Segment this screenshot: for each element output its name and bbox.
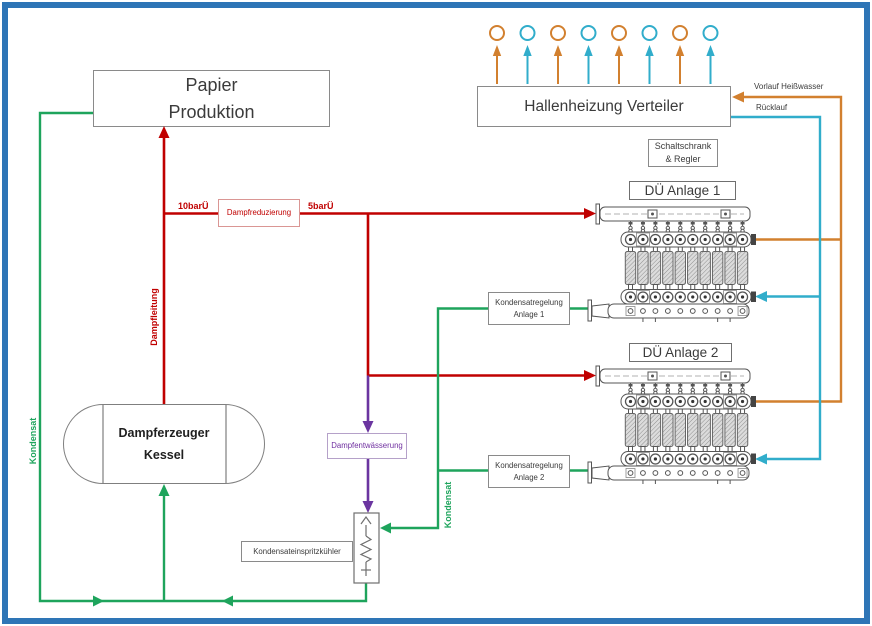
dampfleitung-label: Dampfleitung	[149, 288, 159, 346]
distributor-outlet-vorlauf	[489, 25, 505, 84]
dampfentwaesserung-label: Dampfentwässerung	[331, 441, 403, 451]
kondensat-mid-label: Kondensat	[443, 481, 453, 529]
du-unit-drawing-2	[587, 365, 756, 484]
schaltschrank-regler-box: Schaltschrank & Regler	[648, 139, 718, 167]
du-anlage-2-label: DÜ Anlage 2	[642, 345, 719, 360]
return-water-arrowheads	[755, 291, 767, 465]
distributor-outlet-vorlauf	[611, 25, 627, 84]
dampfreduzierung-label: Dampfreduzierung	[226, 208, 292, 218]
hallenheizung-verteiler-label: Hallenheizung Verteiler	[524, 97, 684, 115]
distributor-outlet-vorlauf	[550, 25, 566, 84]
du-anlage-2-label-box: DÜ Anlage 2	[629, 343, 732, 362]
injection-cooler	[353, 512, 380, 584]
cooler-nozzle-icon	[360, 515, 372, 525]
kessel-line2: Kessel	[143, 448, 185, 462]
schaltschrank-line1: Schaltschrank	[654, 141, 712, 152]
papier-produktion-box: Papier Produktion	[93, 70, 330, 127]
pressure-after-label: 5barÜ	[308, 201, 334, 211]
papier-produktion-line2: Produktion	[168, 101, 255, 122]
ruecklauf-label: Rücklauf	[756, 103, 788, 112]
hallenheizung-verteiler-box: Hallenheizung Verteiler	[477, 86, 731, 127]
schaltschrank-line2: & Regler	[665, 154, 701, 164]
pressure-before-label: 10barÜ	[178, 201, 209, 211]
condensate-pipes	[38, 111, 589, 607]
hot-water-pipes	[732, 91, 843, 403]
du-anlage-1-label-box: DÜ Anlage 1	[629, 181, 736, 200]
kondensatregelung-2-box: Kondensatregelung Anlage 2	[488, 455, 570, 488]
distributor-outlet-ruecklauf	[702, 25, 719, 84]
kondensat-left-label: Kondensat	[28, 417, 38, 465]
kondensatregelung-1-box: Kondensatregelung Anlage 1	[488, 292, 570, 325]
kondensateinspritzkuehler-box: Kondensateinspritzkühler	[241, 541, 353, 562]
distributor-outlet-ruecklauf	[519, 25, 536, 84]
distributor-outlet-ruecklauf	[580, 25, 597, 84]
distributor-outlet-vorlauf	[672, 25, 688, 84]
vorlauf-heisswasser-label: Vorlauf Heißwasser	[754, 82, 824, 91]
dampfentwaesserung-box: Dampfentwässerung	[327, 433, 407, 459]
kondensatregelung-2-line1: Kondensatregelung	[495, 460, 563, 470]
hot-water-arrowheads	[732, 91, 744, 103]
dampferzeuger-kessel: Dampferzeuger Kessel	[63, 404, 265, 484]
distributor-outlet-ruecklauf	[641, 25, 658, 84]
kondensatregelung-1-line1: Kondensatregelung	[495, 297, 563, 307]
du-unit-drawing-1	[587, 203, 756, 322]
dampfreduzierung-box: Dampfreduzierung	[218, 199, 300, 227]
kondensatregelung-1-line2: Anlage 1	[513, 309, 545, 319]
papier-produktion-line1: Papier	[185, 75, 238, 96]
kondensateinspritzkuehler-label: Kondensateinspritzkühler	[253, 546, 341, 556]
cooler-spring-icon	[359, 535, 373, 563]
kessel-line1: Dampferzeuger	[118, 425, 210, 440]
du-anlage-1-label: DÜ Anlage 1	[644, 183, 721, 198]
steam-pipes	[158, 126, 596, 404]
return-water-pipes	[731, 115, 822, 465]
kondensatregelung-2-line2: Anlage 2	[513, 472, 545, 482]
steam-arrowheads	[158, 126, 596, 381]
